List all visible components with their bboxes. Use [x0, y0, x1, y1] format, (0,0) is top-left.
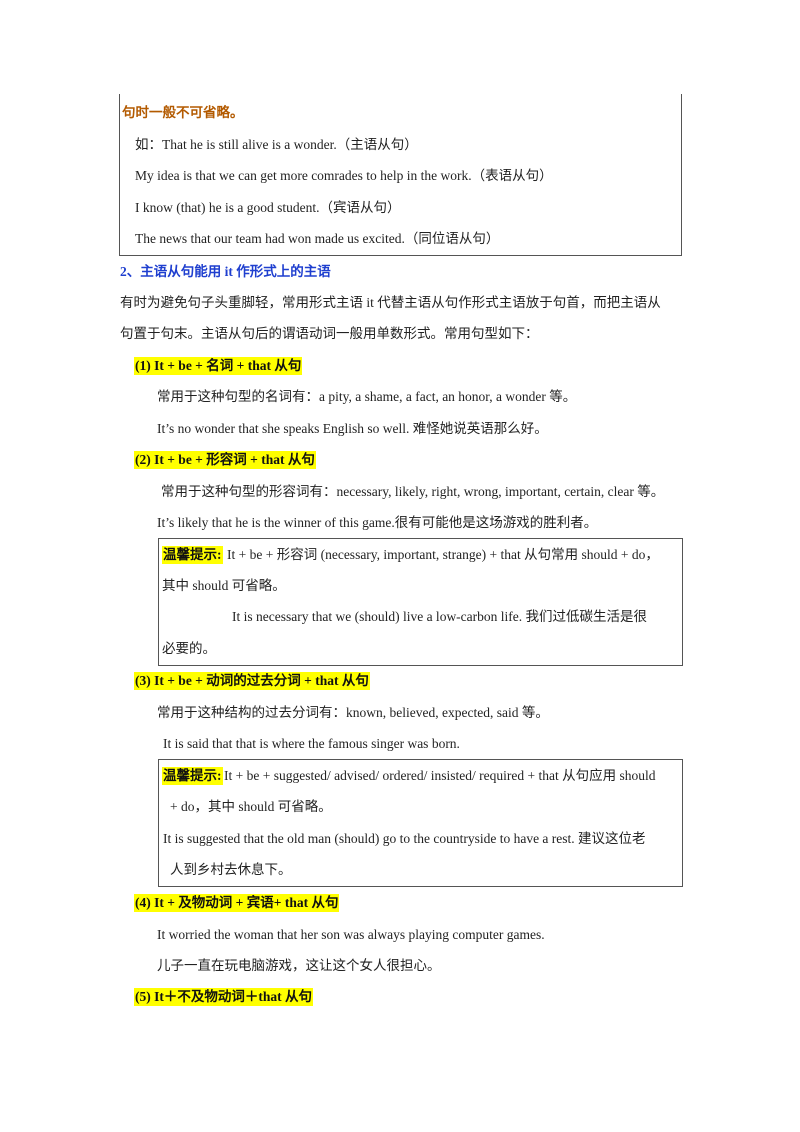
example-line-appositive: The news that our team had won made us e… — [135, 231, 500, 246]
section-intro-line2: 句置于句末。主语从句后的谓语动词一般用单数形式。常用句型如下： — [120, 326, 539, 341]
tip-label-2: 温馨提示: — [162, 767, 223, 785]
pattern2-line2: It’s likely that he is the winner of thi… — [157, 515, 598, 530]
pattern1-line2: It’s no wonder that she speaks English s… — [157, 421, 548, 436]
example-line-subject: 如：That he is still alive is a wonder.（主语… — [135, 137, 418, 152]
pattern1-line1: 常用于这种句型的名词有：a pity, a shame, a fact, an … — [157, 389, 577, 404]
pattern1-label: (1) It + be + 名词 + that 从句 — [134, 357, 303, 375]
pattern3-label: (3) It + be + 动词的过去分词 + that 从句 — [134, 672, 370, 690]
pattern4-line1: It worried the woman that her son was al… — [157, 927, 545, 942]
pattern4-line2: 儿子一直在玩电脑游戏，这让这个女人很担心。 — [157, 958, 441, 973]
tip1-line2: 其中 should 可省略。 — [162, 578, 286, 593]
tip1-line4: 必要的。 — [162, 641, 216, 656]
tip2-line1: It + be + suggested/ advised/ ordered/ i… — [224, 768, 656, 783]
tip1-line1: It + be + 形容词 (necessary, important, str… — [227, 547, 659, 562]
tip1-line3: It is necessary that we (should) live a … — [232, 609, 648, 624]
pattern4-label: (4) It + 及物动词 + 宾语+ that 从句 — [134, 894, 340, 912]
section-intro-line1: 有时为避免句子头重脚轻，常用形式主语 it 代替主语从句作形式主语放于句首，而把… — [120, 295, 661, 310]
tip-box-2 — [158, 759, 683, 887]
tip2-line3: It is suggested that the old man (should… — [163, 831, 646, 846]
pattern2-label: (2) It + be + 形容词 + that 从句 — [134, 451, 316, 469]
pattern3-line1: 常用于这种结构的过去分词有：known, believed, expected,… — [157, 705, 549, 720]
tip2-line2: + do，其中 should 可省略。 — [170, 799, 332, 814]
tip-box-1 — [158, 538, 683, 666]
pattern3-line2: It is said that that is where the famous… — [163, 736, 460, 751]
tip2-line4: 人到乡村去休息下。 — [170, 862, 292, 877]
box-continuation-text: 句时一般不可省略。 — [122, 105, 244, 120]
example-box — [119, 94, 682, 256]
pattern2-line1: 常用于这种句型的形容词有：necessary, likely, right, w… — [161, 484, 665, 499]
section-heading: 2、主语从句能用 it 作形式上的主语 — [120, 264, 331, 279]
tip-label-1: 温馨提示: — [162, 546, 223, 564]
example-line-object: I know (that) he is a good student.（宾语从句… — [135, 200, 401, 215]
example-line-predicative: My idea is that we can get more comrades… — [135, 168, 553, 183]
pattern5-label: (5) It＋不及物动词＋that 从句 — [134, 988, 313, 1006]
